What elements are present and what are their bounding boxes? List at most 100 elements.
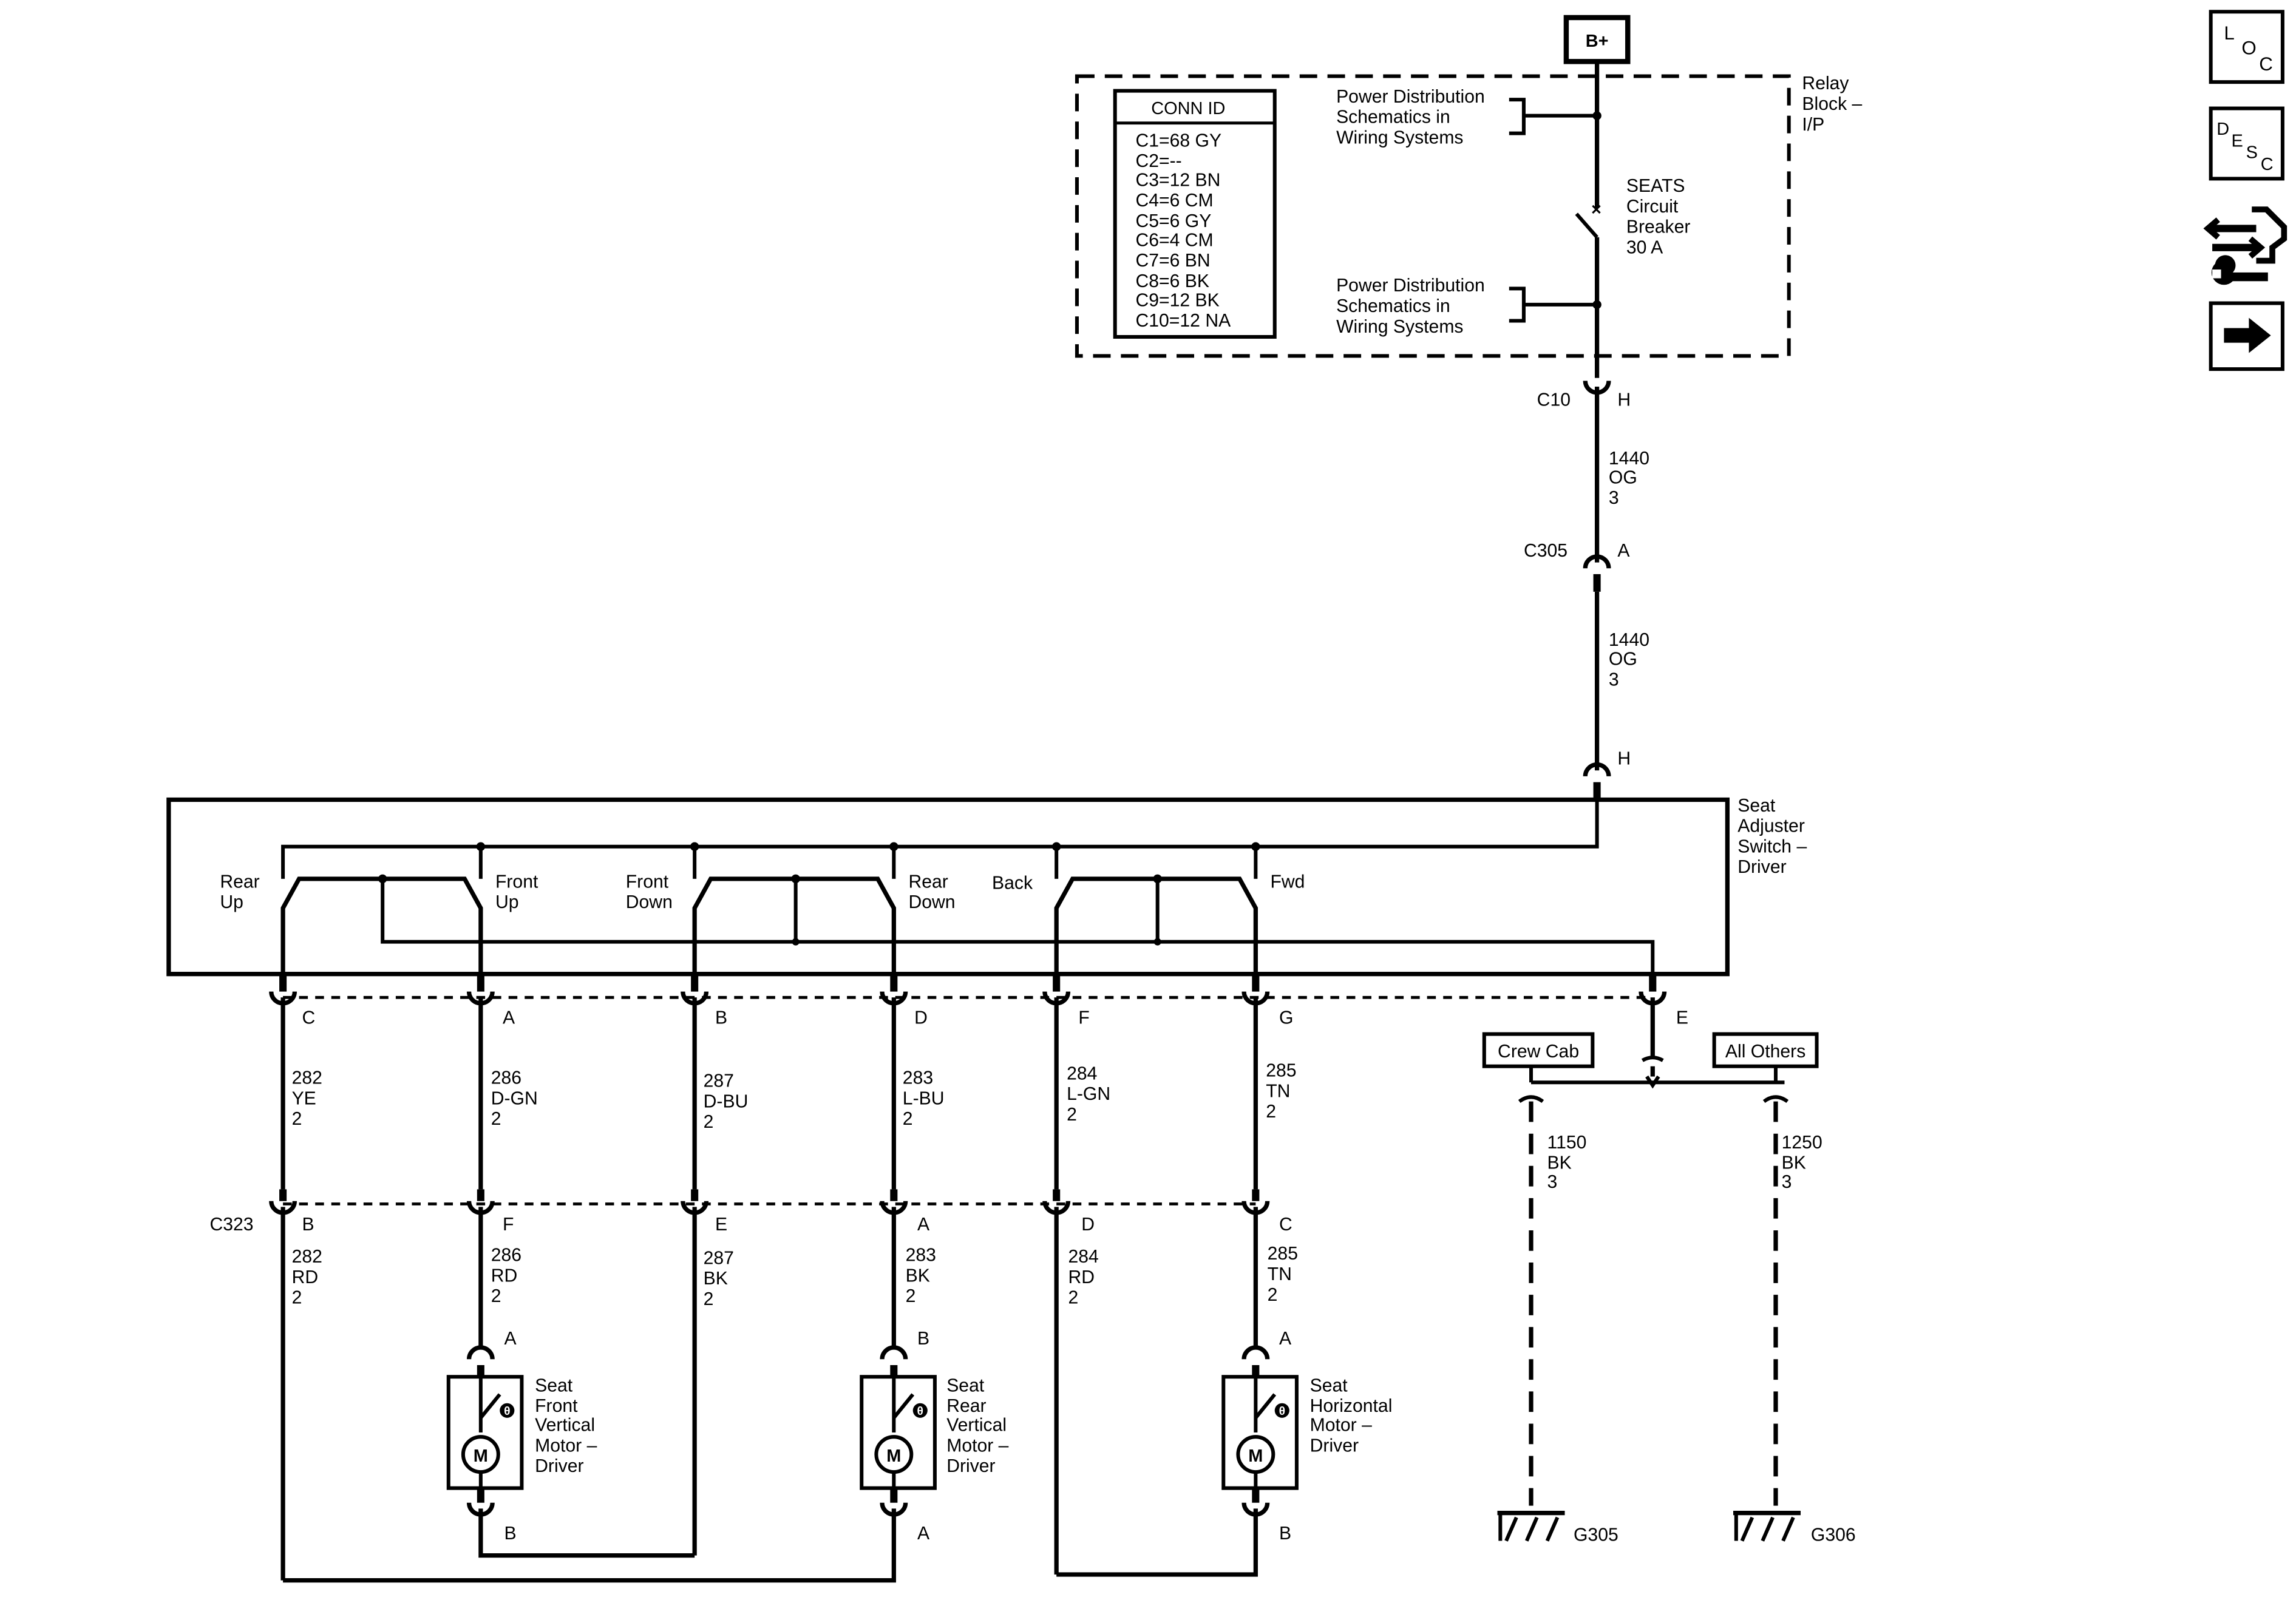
svg-text:B: B (302, 1215, 314, 1235)
svg-text:E: E (1676, 1008, 1688, 1028)
svg-text:Power Distribution Schem: Power Distribution Schematics in Wiring … (1336, 276, 1490, 337)
svg-text:H: H (1617, 390, 1631, 410)
svg-text:C: C (302, 1008, 315, 1028)
switch-ground-pin: E (1531, 974, 1785, 1089)
svg-text:A: A (1617, 541, 1630, 561)
svg-text:M: M (1248, 1446, 1263, 1466)
svg-text:A: A (503, 1008, 515, 1028)
svg-text:θ: θ (504, 1405, 510, 1418)
description-button[interactable]: D E S C (2209, 106, 2284, 181)
svg-text:F: F (1078, 1008, 1089, 1028)
svg-text:All Others: All Others (1725, 1042, 1805, 1062)
svg-text:M: M (886, 1446, 901, 1466)
thermal-protector-icon (500, 1403, 515, 1418)
svg-text:B: B (1279, 1524, 1291, 1544)
svg-text:D: D (914, 1008, 928, 1028)
location-button[interactable]: L O C (2209, 10, 2284, 84)
svg-text:D: D (1081, 1215, 1095, 1235)
svg-text:A: A (917, 1215, 930, 1235)
svg-text:S: S (2246, 143, 2258, 163)
thermal-protector-icon (912, 1403, 928, 1418)
svg-text:A: A (1279, 1329, 1292, 1349)
ground-symbol-icon (1497, 1511, 1565, 1542)
svg-text:θ: θ (1279, 1405, 1285, 1418)
connector-c305: C305 A (1524, 541, 1630, 592)
svg-text:G306: G306 (1811, 1525, 1856, 1545)
seat-rear-vertical-motor: B θ M A Seat Rear Vertical Motor – Drive… (283, 1329, 1014, 1583)
svg-text:×: × (1591, 200, 1601, 220)
contact-front-down: Front Down (626, 872, 674, 912)
motor-label: Seat Rear Vertical Motor – Driver (946, 1375, 1014, 1476)
connector-c10: C10 H (1537, 381, 1631, 410)
conn-id-title: CONN ID (1151, 99, 1225, 118)
svg-text:C: C (1279, 1215, 1292, 1235)
relay-block: Relay Block – I/P (1075, 73, 1867, 358)
svg-text:D: D (2216, 120, 2229, 139)
svg-text:G: G (1279, 1008, 1293, 1028)
connector-tools-icon (2203, 206, 2288, 285)
conn-id-table: CONN ID C1=68 GY C2=-- C3=12 BN C4=6 CM … (1113, 89, 1277, 339)
svg-text:M: M (474, 1446, 488, 1466)
seat-horizontal-motor: A θ M B Seat Horizontal Motor – Driver (1056, 1329, 1392, 1577)
source-label: B+ (1586, 32, 1609, 51)
svg-text:H: H (1617, 749, 1631, 769)
battery-source: B+ (1563, 15, 1631, 64)
wire-1440-upper: 1440 OG 3 (1609, 449, 1654, 508)
wire-1440-lower: 1440 OG 3 (1609, 630, 1654, 690)
svg-text:C305: C305 (1524, 541, 1567, 561)
connector-tools-button[interactable] (2203, 206, 2288, 285)
right-arrow-icon (2224, 317, 2271, 353)
svg-text:O: O (2241, 37, 2256, 58)
svg-text:A: A (917, 1524, 930, 1544)
next-page-button[interactable] (2209, 301, 2284, 371)
svg-text:E: E (715, 1215, 727, 1235)
svg-text:C10: C10 (1537, 390, 1571, 410)
contact-front-up: Front Up (495, 872, 543, 912)
switch-power-pin: H (1583, 749, 1631, 800)
svg-text:E: E (2231, 131, 2243, 151)
ground-symbol-icon (1733, 1511, 1801, 1542)
svg-text:B: B (917, 1329, 929, 1349)
svg-text:C: C (2261, 155, 2274, 174)
svg-text:Crew Cab: Crew Cab (1498, 1042, 1579, 1062)
svg-text:θ: θ (917, 1405, 923, 1418)
power-distribution-ref-top: Power Distribution Schematics in Wiring … (1336, 87, 1601, 147)
power-distribution-ref-bottom: Power Distribution Schematics in Wiring … (1336, 276, 1601, 337)
thermal-protector-icon (1274, 1403, 1289, 1418)
c323-label: C323 (209, 1215, 253, 1235)
contact-back: Back (992, 873, 1033, 893)
relay-block-label: Relay Block – I/P (1802, 73, 1867, 135)
switch-label: Seat Adjuster Switch – Driver (1737, 796, 1812, 877)
svg-text:F: F (503, 1215, 514, 1235)
contact-fwd: Fwd (1270, 872, 1305, 892)
contact-rear-up: Rear Up (220, 872, 265, 912)
breaker-label: SEATS Circuit Breaker 30 A (1626, 176, 1696, 257)
circuit-breaker: × SEATS Circuit Breaker 30 A (1575, 176, 1696, 257)
svg-text:A: A (504, 1329, 517, 1349)
svg-text:L: L (2224, 22, 2234, 44)
svg-text:B: B (715, 1008, 727, 1028)
seat-front-vertical-motor: A θ M B Seat Front Vertical Motor – Driv… (446, 1329, 695, 1558)
conn-id-rows: C1=68 GY C2=-- C3=12 BN C4=6 CM C5=6 GY … (1135, 131, 1231, 331)
motor-label: Seat Front Vertical Motor – Driver (535, 1375, 602, 1476)
